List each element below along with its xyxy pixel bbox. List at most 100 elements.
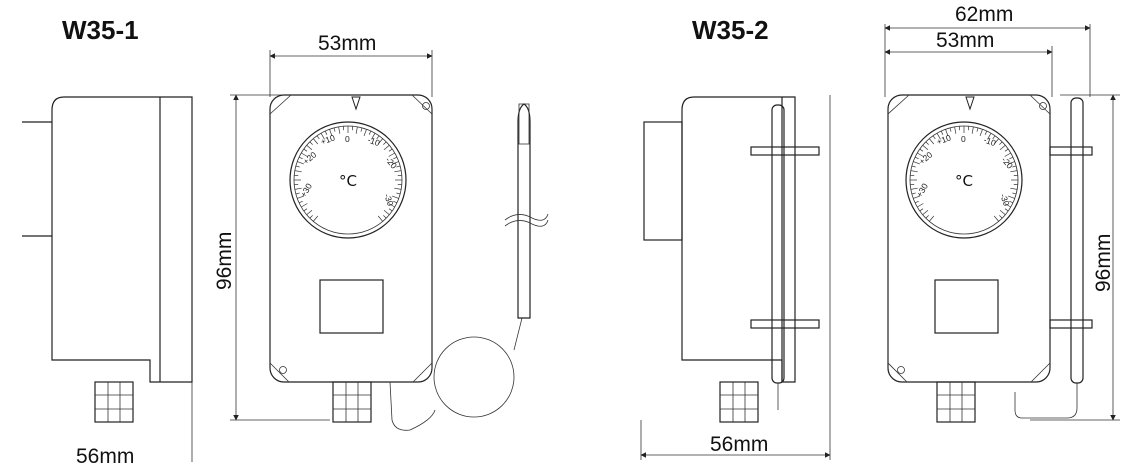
dial-tick	[376, 135, 380, 140]
dial-tick	[392, 161, 399, 165]
dial-tick	[911, 192, 916, 195]
dial-tick	[911, 165, 916, 168]
dial-tick	[363, 129, 367, 136]
dial-tick	[954, 126, 957, 134]
dial-tick	[316, 135, 320, 140]
dial-tick	[1004, 208, 1009, 212]
dial-tick	[919, 148, 924, 152]
w35-2-overall-width-label: 62mm	[955, 3, 1013, 26]
dial-tick	[392, 195, 399, 199]
dial-tick	[301, 203, 308, 208]
dial-tick	[338, 126, 341, 134]
dial-tick	[913, 195, 920, 199]
dial-tick	[987, 133, 992, 140]
dial-tick	[1004, 152, 1011, 157]
w35-2-dial-unit: °C	[955, 172, 973, 190]
dial-tick	[396, 165, 401, 168]
dial-tick	[993, 215, 999, 222]
dial-tick	[910, 187, 918, 190]
dial-tick	[1010, 187, 1018, 190]
dial-tick	[388, 148, 393, 152]
w35-2-side-view: 56mm	[640, 95, 831, 460]
dial-tick	[295, 165, 300, 168]
dial-tick	[396, 192, 401, 195]
dial-tick	[394, 187, 402, 190]
dial-tick	[999, 209, 1006, 215]
dial-tick	[925, 215, 929, 219]
dial-tick	[309, 141, 313, 145]
dial-tick	[301, 152, 308, 157]
model-title-w35-2: W35-2	[692, 15, 769, 45]
dial-tick	[306, 145, 313, 151]
dial-tick	[999, 141, 1003, 145]
dial-tick	[388, 152, 395, 157]
dial-tick	[1012, 165, 1017, 168]
dial-tick	[932, 135, 936, 140]
dial-tick	[393, 200, 398, 204]
w35-1-scale-plus30: +30	[298, 181, 314, 199]
w35-2-depth-label: 56mm	[710, 433, 768, 456]
dial-tick	[303, 148, 308, 152]
dial-tick	[295, 192, 300, 195]
dial-tick	[313, 215, 319, 222]
dial-tick	[324, 130, 328, 135]
dial-tick	[294, 187, 302, 190]
w35-2-width-label: 53mm	[936, 29, 994, 52]
w35-2-front-view: 62mm 53mm 96mm +30 +20 +10 0 -10 -20 -30…	[884, 3, 1120, 423]
w35-1-height-label: 96mm	[213, 232, 236, 290]
dial-tick	[910, 170, 918, 173]
dial-tick	[1010, 170, 1018, 173]
dial-tick	[976, 127, 979, 132]
dial-tick	[979, 129, 983, 136]
dial-tick	[297, 161, 304, 165]
w35-1-scale-minus10: -10	[366, 134, 381, 148]
dial-tick	[383, 145, 390, 151]
w35-1-front-view: 53mm 96mm +30 +20 +10 0 -10 -20 -30 °C	[213, 32, 549, 431]
dial-tick	[306, 209, 313, 215]
dial-tick	[929, 138, 935, 145]
dial-tick	[297, 195, 304, 199]
dial-tick	[922, 145, 929, 151]
dial-tick	[1008, 195, 1015, 199]
w35-1-width-label: 53mm	[318, 32, 376, 55]
w35-1-scale-plus10: +10	[319, 132, 336, 146]
dial-tick	[971, 126, 974, 134]
dial-tick	[925, 141, 929, 145]
dial-tick	[377, 215, 383, 222]
dial-tick	[914, 200, 919, 204]
dial-tick	[393, 156, 398, 160]
dial-tick	[383, 215, 387, 219]
dial-tick	[377, 138, 383, 145]
dial-tick	[929, 215, 935, 222]
dial-tick	[993, 138, 999, 145]
dial-tick	[917, 152, 924, 157]
dial-tick	[999, 215, 1003, 219]
w35-2-scale-minus30: -30	[998, 192, 1012, 207]
dial-tick	[1009, 156, 1014, 160]
dial-tick	[1004, 148, 1009, 152]
dial-tick	[1008, 161, 1015, 165]
dial-tick	[320, 133, 325, 140]
dial-tick	[383, 141, 387, 145]
dial-tick	[940, 130, 944, 135]
dial-tick	[313, 138, 319, 145]
dial-tick	[294, 170, 302, 173]
dial-tick	[999, 145, 1006, 151]
dial-tick	[303, 208, 308, 212]
w35-1-side-view: 56mm	[22, 96, 193, 465]
w35-1-scale-minus30: -30	[382, 192, 396, 207]
dial-tick	[992, 135, 996, 140]
dial-tick	[1012, 192, 1017, 195]
w35-2-scale-zero: 0	[961, 134, 966, 144]
dial-tick	[1009, 200, 1014, 204]
dial-tick	[388, 203, 395, 208]
dial-tick	[913, 161, 920, 165]
dial-tick	[298, 156, 303, 160]
dial-tick	[1004, 203, 1011, 208]
dial-tick	[984, 130, 988, 135]
model-title-w35-1: W35-1	[62, 15, 139, 45]
w35-2-height-label: 96mm	[1092, 234, 1115, 292]
dial-tick	[914, 156, 919, 160]
dial-tick	[919, 208, 924, 212]
